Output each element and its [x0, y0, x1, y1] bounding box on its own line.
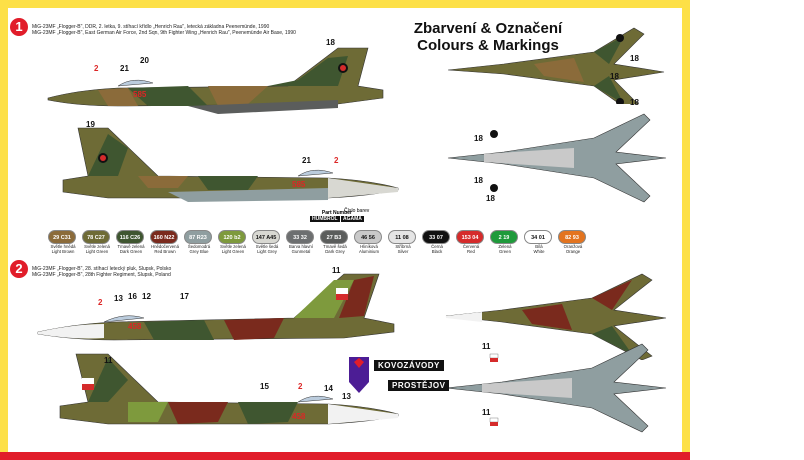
red-bottom-bar [0, 452, 690, 460]
callout: 2 [98, 298, 103, 307]
scheme-2-top-view [445, 273, 667, 360]
callout: 18 [474, 134, 483, 143]
scheme-2-caption-cz: MiG-23MF „Flogger-B", 28. stíhací leteck… [32, 266, 172, 272]
callout: 15 [260, 382, 269, 391]
scheme-1-code-upper: 585 [133, 90, 147, 99]
paint-brands: Part Number HUMBROL AGAMA [310, 210, 364, 222]
callout: 18 [474, 176, 483, 185]
brand-agama: AGAMA [340, 216, 364, 222]
scheme-2-code-lower: 458 [292, 412, 306, 421]
scheme-1-bottom-view [447, 113, 667, 203]
callout: 19 [86, 120, 95, 129]
logo-line-2: PROSTĚJOV [388, 380, 450, 391]
header-title-cz: Zbarvení & Označení [413, 20, 563, 37]
scheme-1-right-profile [62, 127, 399, 202]
callout: 11 [332, 266, 341, 275]
scheme-1-caption-cz: MiG-23MF „Flogger-B", DDR, 2. letka, 9. … [32, 24, 270, 30]
scheme-1-badge: 1 [10, 18, 28, 36]
scheme-2-left-profile [37, 273, 395, 341]
callout: 13 [114, 294, 123, 303]
instruction-sheet: Zbarvení & Označení Colours & Markings 1… [8, 8, 682, 452]
callout: 13 [342, 392, 351, 401]
callout: 18 [486, 194, 495, 203]
kovozavody-logo: KOVOZÁVODY PROSTĚJOV [348, 354, 470, 396]
part-number-label: Part Number [321, 210, 352, 216]
callout: 18 [610, 72, 619, 81]
paint-note: Číslo barev [344, 208, 370, 214]
scheme-1-caption: MiG-23MF „Flogger-B", DDR, 2. letka, 9. … [32, 24, 332, 36]
brand-humbrol: HUMBROL [310, 216, 340, 222]
callout: 18 [630, 54, 639, 63]
scheme-1-top-view [447, 27, 665, 104]
scheme-2-code-upper: 458 [128, 322, 142, 331]
logo-shield-icon [349, 357, 369, 393]
callout: 2 [94, 64, 99, 73]
callout: 11 [104, 356, 113, 365]
header-title-en: Colours & Markings [417, 37, 559, 54]
callout: 21 [120, 64, 129, 73]
callout: 21 [302, 156, 311, 165]
logo-line-1: KOVOZÁVODY [374, 360, 444, 371]
scheme-1-caption-en: MiG-23MF „Flogger-B", East German Air Fo… [32, 30, 296, 36]
scheme-2-caption-en: MiG-23MF „Flogger-B", 28th Fighter Regim… [32, 272, 171, 278]
callout: 16 [128, 292, 137, 301]
callout: 11 [482, 408, 491, 417]
paint-legend: Part Number HUMBROL AGAMA Číslo barev [48, 208, 608, 262]
callout: 2 [298, 382, 303, 391]
callout: 12 [142, 292, 151, 301]
callout: 18 [630, 98, 639, 107]
scheme-2-badge: 2 [10, 260, 28, 278]
colours-markings-header: Zbarvení & Označení Colours & Markings [408, 20, 568, 54]
callout: 14 [324, 384, 333, 393]
callout: 2 [334, 156, 339, 165]
scheme-2-bottom-view [445, 343, 667, 433]
callout: 11 [482, 342, 491, 351]
scheme-1-code-lower: 585 [292, 180, 306, 189]
callout: 17 [180, 292, 189, 301]
callout: 20 [140, 56, 149, 65]
callout: 18 [326, 38, 335, 47]
scheme-2-caption: MiG-23MF „Flogger-B", 28. stíhací leteck… [32, 266, 332, 278]
scheme-2-right-profile [59, 353, 399, 425]
scheme-1-left-profile [47, 47, 384, 114]
